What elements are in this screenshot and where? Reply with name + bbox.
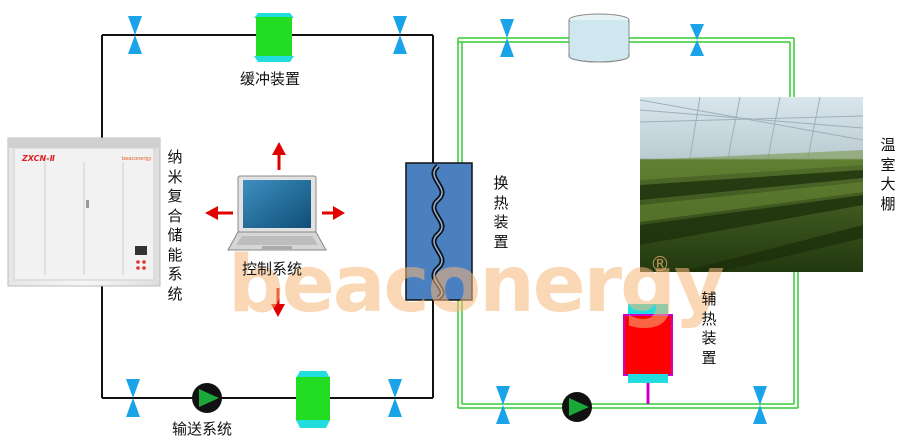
valve-top-mid (393, 16, 407, 54)
label-transport-system: 输送系统 (172, 420, 233, 438)
buffer-device-top (254, 13, 294, 62)
valves (126, 16, 767, 424)
valve-green-bottom-right (753, 386, 767, 424)
label-buffer-device: 缓冲装置 (240, 70, 301, 88)
watermark-registered-icon: ® (650, 252, 670, 276)
valve-green-top-left (500, 19, 514, 57)
storage-unit-model: ZXCN-Ⅱ (21, 154, 56, 163)
arrow-right-icon (322, 206, 345, 220)
buffer-device-bottom (296, 371, 330, 428)
arrow-up-icon (272, 142, 286, 170)
valve-green-top-right (690, 24, 704, 56)
arrow-left-icon (205, 206, 233, 220)
watermark-logo: beaconergy (228, 240, 725, 330)
storage-unit: ZXCN-Ⅱ beaconergy (7, 137, 161, 287)
pump-left (192, 383, 222, 413)
aux-heater (623, 304, 673, 404)
water-tank (568, 13, 630, 63)
label-control-system: 控制系统 (242, 260, 303, 278)
greenhouse-photo (639, 96, 864, 272)
valve-bottom-mid (388, 379, 402, 417)
storage-unit-brand: beaconergy (122, 156, 152, 162)
label-heat-exchange: 换热装置 (493, 174, 509, 251)
label-aux-heating: 辅热装置 (701, 290, 717, 367)
label-greenhouse: 温室大棚 (880, 136, 896, 213)
valve-bottom-left (126, 379, 140, 417)
label-storage-system: 纳米复合储能系统 (167, 148, 183, 303)
valve-green-bottom-left (496, 386, 510, 424)
laptop-icon (227, 175, 327, 251)
control-arrows (205, 142, 345, 317)
arrow-down-icon (271, 288, 285, 317)
valve-top-left (128, 16, 142, 54)
heat-exchanger (405, 162, 473, 301)
pump-right (562, 392, 592, 422)
